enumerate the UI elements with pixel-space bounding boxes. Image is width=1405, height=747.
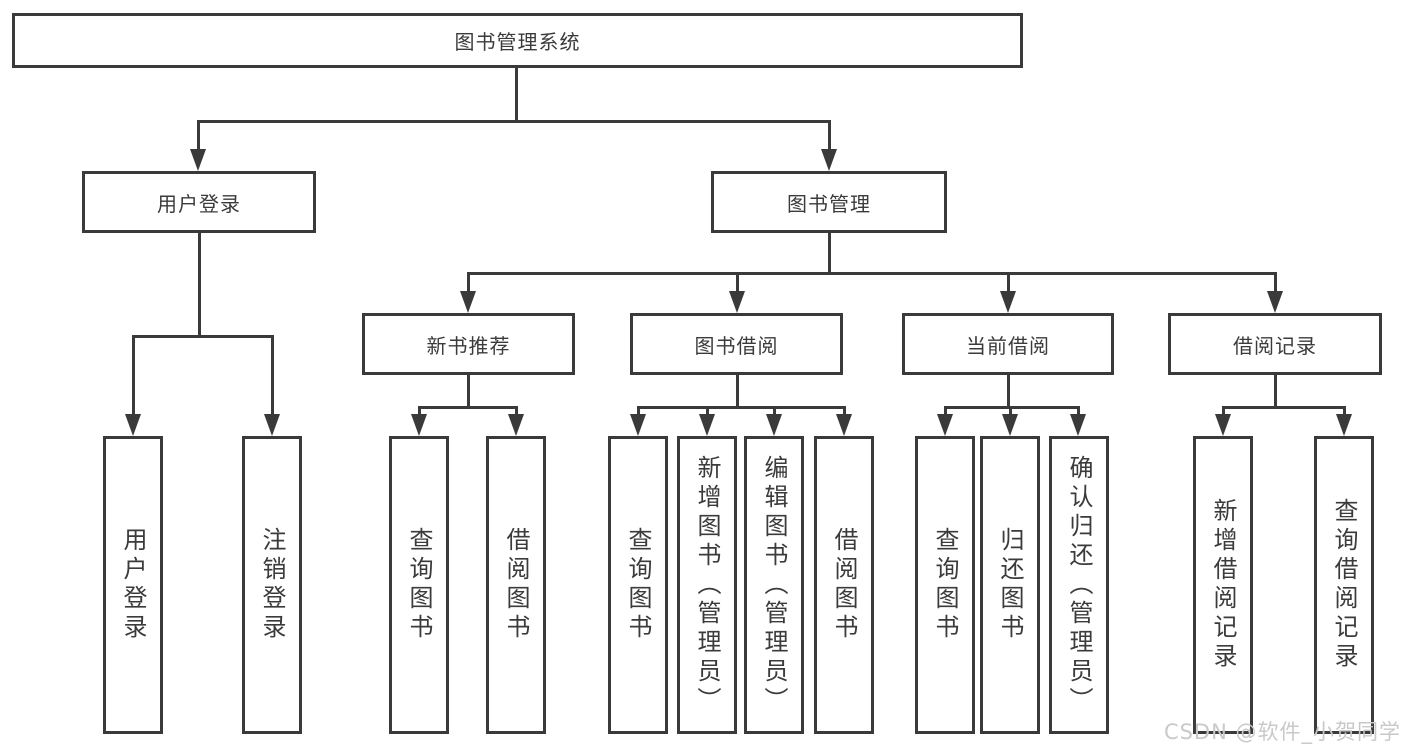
connector-line <box>1222 406 1225 417</box>
leaf-return-books: 归还图书 <box>980 436 1040 734</box>
connector-line <box>132 335 135 417</box>
connector-line <box>1077 406 1080 417</box>
connector-line <box>1222 406 1346 409</box>
connector-line <box>944 406 947 417</box>
node-library-system: 图书管理系统 <box>12 13 1023 68</box>
connector-line <box>828 120 831 150</box>
connector-line <box>1007 375 1010 408</box>
arrow-down-icon <box>1267 291 1283 313</box>
connector-line <box>418 406 518 409</box>
leaf-query-books-recommend: 查询图书 <box>389 436 449 734</box>
arrow-down-icon <box>125 414 141 436</box>
connector-line <box>828 233 831 275</box>
arrow-down-icon <box>1336 414 1352 436</box>
arrow-down-icon <box>821 149 837 171</box>
connector-line <box>736 272 739 294</box>
node-borrowing-records: 借阅记录 <box>1168 313 1382 375</box>
node-current-borrowing: 当前借阅 <box>902 313 1114 375</box>
arrow-down-icon <box>836 414 852 436</box>
leaf-confirm-return-admin: 确认归还（管理员） <box>1049 436 1109 734</box>
connector-line <box>132 335 274 338</box>
connector-line <box>1274 375 1277 408</box>
node-new-book-recommendation: 新书推荐 <box>362 313 575 375</box>
connector-line <box>1274 272 1277 294</box>
connector-line <box>944 406 1080 409</box>
leaf-add-book-admin: 新增图书（管理员） <box>677 436 737 734</box>
arrow-down-icon <box>508 414 524 436</box>
node-user-login: 用户登录 <box>82 171 316 233</box>
arrow-down-icon <box>937 414 953 436</box>
leaf-borrow-books-recommend: 借阅图书 <box>486 436 546 734</box>
leaf-add-borrow-record: 新增借阅记录 <box>1193 436 1253 734</box>
connector-line <box>271 335 274 417</box>
arrow-down-icon <box>1215 414 1231 436</box>
connector-line <box>467 272 470 294</box>
connector-line <box>467 375 470 408</box>
connector-line <box>418 406 421 417</box>
connector-line <box>198 233 201 337</box>
leaf-query-books-current: 查询图书 <box>915 436 975 734</box>
arrow-down-icon <box>699 414 715 436</box>
connector-line <box>467 272 1277 275</box>
arrow-down-icon <box>1002 414 1018 436</box>
leaf-query-books-borrowing: 查询图书 <box>608 436 668 734</box>
connector-line <box>637 406 640 417</box>
connector-line <box>1007 272 1010 294</box>
connector-line <box>773 406 776 417</box>
connector-line <box>843 406 846 417</box>
arrow-down-icon <box>190 149 206 171</box>
connector-line <box>515 406 518 417</box>
connector-line <box>637 406 846 409</box>
leaf-user-login: 用户登录 <box>103 436 163 734</box>
arrow-down-icon <box>630 414 646 436</box>
arrow-down-icon <box>766 414 782 436</box>
arrow-down-icon <box>264 414 280 436</box>
connector-line <box>1343 406 1346 417</box>
arrow-down-icon <box>460 291 476 313</box>
connector-line <box>515 68 518 122</box>
node-book-management: 图书管理 <box>711 171 947 233</box>
connector-line <box>736 375 739 408</box>
node-book-borrowing: 图书借阅 <box>630 313 843 375</box>
connector-line <box>197 120 200 150</box>
connector-line <box>1009 406 1012 417</box>
leaf-logout: 注销登录 <box>242 436 302 734</box>
connector-line <box>197 120 831 123</box>
leaf-edit-book-admin: 编辑图书（管理员） <box>744 436 804 734</box>
leaf-query-borrow-record: 查询借阅记录 <box>1314 436 1374 734</box>
arrow-down-icon <box>1000 291 1016 313</box>
csdn-watermark: CSDN @软件_小贺同学 <box>1163 720 1401 744</box>
arrow-down-icon <box>1070 414 1086 436</box>
arrow-down-icon <box>411 414 427 436</box>
leaf-borrow-books-borrowing: 借阅图书 <box>814 436 874 734</box>
arrow-down-icon <box>729 291 745 313</box>
connector-line <box>706 406 709 417</box>
